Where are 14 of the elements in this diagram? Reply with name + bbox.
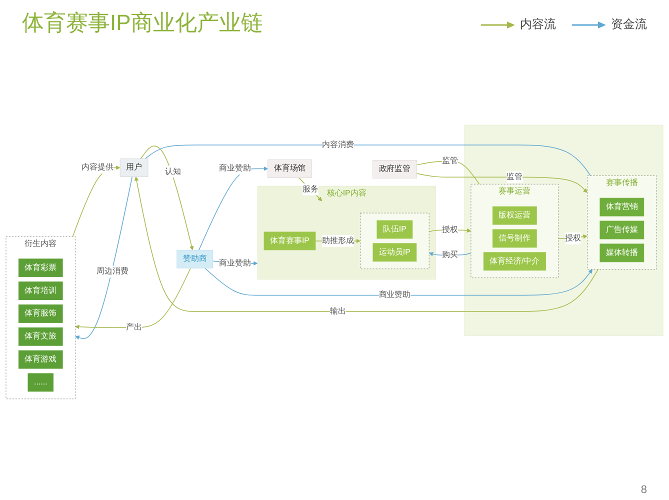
page-number: 8 [640,484,647,496]
arrow [134,176,599,312]
legend-text: 内容流 [520,16,556,33]
arrow [298,177,322,202]
arrow [140,146,194,250]
arrow [198,166,268,251]
arrow [416,173,588,193]
cluster [464,124,664,336]
arrow [204,268,592,296]
cluster [360,212,430,270]
arrow [75,268,191,330]
diagram-title: 体育赛事IP商业化产业链 [22,9,263,37]
arrow [75,176,133,340]
legend-text: 资金流 [611,16,647,33]
